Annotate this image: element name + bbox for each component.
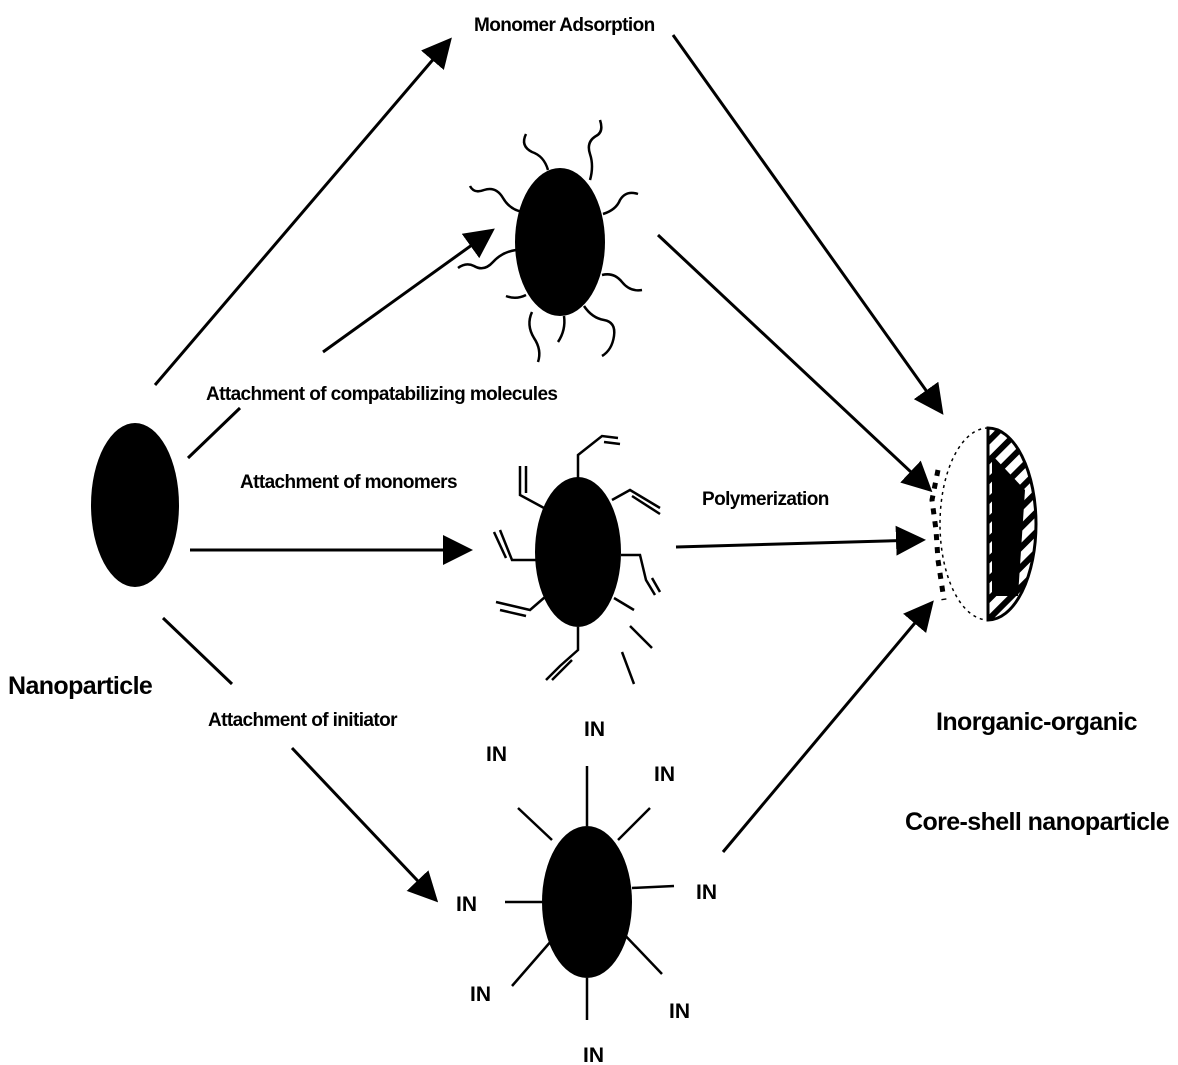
initiator-label-upper-left: IN xyxy=(486,743,507,766)
core-shell-nanoparticle xyxy=(929,426,1038,622)
initiator-label-left: IN xyxy=(456,893,477,916)
connector-left-to-initiator xyxy=(161,616,234,686)
label-nanoparticle: Nanoparticle xyxy=(8,672,153,700)
initiator-label-lower-right: IN xyxy=(669,1000,690,1023)
nanoparticle-core xyxy=(91,423,179,587)
arrow-compat-to-product xyxy=(656,233,933,493)
label-result-line2: Core-shell nanoparticle xyxy=(905,808,1170,836)
connector-left-to-compat xyxy=(186,406,242,460)
label-attachment-compat: Attachment of compatabilizing molecules xyxy=(206,384,557,405)
initiator-label-right: IN xyxy=(696,881,717,904)
label-monomer-adsorption: Monomer Adsorption xyxy=(474,15,655,36)
label-attachment-initiator: Attachment of initiator xyxy=(208,710,398,731)
arrow-to-monomer-adsorption xyxy=(153,37,452,386)
label-polymerization: Polymerization xyxy=(702,489,829,510)
monomer-nanoparticle xyxy=(492,434,662,685)
initiator-label-upper-right: IN xyxy=(654,763,675,786)
initiator-nanoparticle xyxy=(505,766,675,1020)
arrow-to-initiator-particle xyxy=(290,746,439,903)
initiator-label-top: IN xyxy=(584,718,605,741)
initiator-label-lower-left: IN xyxy=(470,983,491,1006)
label-attachment-monomers: Attachment of monomers xyxy=(240,472,457,493)
arrow-to-compat-particle xyxy=(322,228,495,354)
arrow-polymerization xyxy=(675,525,926,556)
compat-nanoparticle xyxy=(457,119,643,363)
label-result-line1: Inorganic-organic xyxy=(936,708,1138,736)
arrow-adsorption-to-product xyxy=(671,34,944,415)
initiator-label-bottom: IN xyxy=(583,1044,604,1065)
arrow-initiator-to-product xyxy=(721,600,934,853)
